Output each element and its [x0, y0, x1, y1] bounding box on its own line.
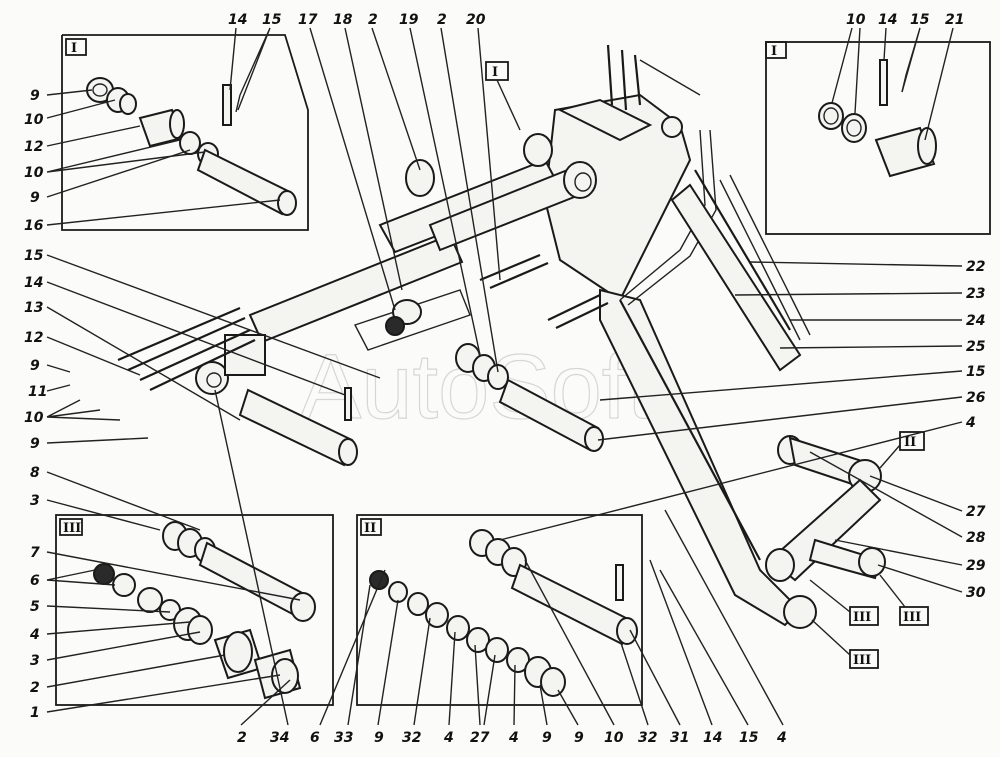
- callout: 15: [262, 12, 282, 28]
- callouts-top: 14 15 17 18 2 19 2 20: [228, 12, 486, 28]
- callout: 7: [30, 545, 40, 561]
- callout: 29: [966, 558, 986, 574]
- callout: 2: [237, 730, 247, 746]
- callout: 22: [966, 259, 985, 275]
- detail-frame-iii: III: [55, 514, 334, 706]
- callout: 27: [470, 730, 490, 746]
- callout: 13: [24, 300, 43, 316]
- callouts-top-right: 10 14 15 21: [846, 12, 964, 28]
- callout: 2: [368, 12, 378, 28]
- callout: 5: [30, 599, 40, 615]
- callout-leader-lines: [46, 27, 963, 726]
- callout: 9: [574, 730, 584, 746]
- callout: 10: [604, 730, 624, 746]
- callout: 3: [30, 493, 40, 509]
- callout: 1: [30, 705, 40, 721]
- callout: 17: [298, 12, 318, 28]
- callout: 30: [966, 585, 986, 601]
- marker-ii-main: II: [879, 431, 925, 469]
- callout: 11: [28, 384, 47, 400]
- detail-frame-i-right: [765, 41, 991, 235]
- callout: 15: [910, 12, 930, 28]
- callout: 31: [670, 730, 689, 746]
- callout: 14: [878, 12, 897, 28]
- svg-text:I: I: [492, 65, 498, 80]
- callout: 34: [270, 730, 289, 746]
- callout: 15: [24, 248, 44, 264]
- callout: 4: [508, 730, 519, 746]
- marker-iii-c: III: [811, 619, 879, 669]
- callout: 12: [24, 330, 43, 346]
- marker-i-main: I: [485, 61, 521, 131]
- callout: 9: [30, 436, 40, 452]
- callout: 10: [846, 12, 866, 28]
- frame-label-ii: II: [364, 521, 376, 536]
- svg-text:III: III: [903, 610, 921, 625]
- svg-text:III: III: [853, 653, 871, 668]
- callout: 16: [24, 218, 44, 234]
- marker-iii-b: III: [879, 574, 929, 626]
- callout: 3: [30, 653, 40, 669]
- callout: 15: [966, 364, 986, 380]
- callout: 27: [966, 504, 986, 520]
- callout: 19: [399, 12, 419, 28]
- callout: 26: [966, 390, 986, 406]
- callouts-bottom: 2 34 6 33 9 32 4 27 4 9 9 10 32 31 14 15…: [237, 730, 787, 746]
- callout: 4: [443, 730, 454, 746]
- callout: 8: [30, 465, 40, 481]
- callout: 9: [30, 358, 40, 374]
- callout: 10: [24, 165, 44, 181]
- callout: 10: [24, 410, 44, 426]
- svg-text:II: II: [904, 435, 916, 450]
- callout: 24: [966, 313, 985, 329]
- callout: 12: [24, 139, 43, 155]
- callout: 33: [334, 730, 353, 746]
- callout: 10: [24, 112, 44, 128]
- marker-iii-a: III: [809, 579, 879, 626]
- frame-label-i-right: I: [771, 44, 777, 59]
- callout: 21: [945, 12, 964, 28]
- callout: 4: [29, 627, 40, 643]
- detail-frame-ii: II: [356, 514, 643, 706]
- callouts-left: 9 10 12 10 9 16 15 14 13 12 9 11 10 9 8 …: [24, 88, 47, 721]
- callout: 14: [703, 730, 722, 746]
- callout: 9: [30, 190, 40, 206]
- svg-text:I: I: [771, 44, 777, 59]
- callout: 32: [402, 730, 421, 746]
- frame-label-i-left: I: [71, 41, 77, 56]
- callout: 23: [966, 286, 985, 302]
- callout: 9: [30, 88, 40, 104]
- callout: 9: [542, 730, 552, 746]
- callout: 14: [228, 12, 247, 28]
- callout: 20: [466, 12, 486, 28]
- callout: 2: [437, 12, 447, 28]
- callouts-right: 22 23 24 25 15 26 4 27 28 29 30: [965, 259, 986, 601]
- callout: 15: [739, 730, 759, 746]
- callout: 4: [776, 730, 787, 746]
- callout: 25: [966, 339, 986, 355]
- callout: 2: [30, 680, 40, 696]
- callout: 6: [30, 573, 40, 589]
- callout: 18: [333, 12, 353, 28]
- callout: 28: [966, 530, 986, 546]
- callout: 14: [24, 275, 43, 291]
- callout: 6: [310, 730, 320, 746]
- callout: 4: [965, 415, 976, 431]
- callout: 32: [638, 730, 657, 746]
- detail-frame-i-left: I: [61, 34, 309, 231]
- svg-text:III: III: [853, 610, 871, 625]
- frame-label-iii: III: [63, 521, 81, 536]
- callout: 9: [374, 730, 384, 746]
